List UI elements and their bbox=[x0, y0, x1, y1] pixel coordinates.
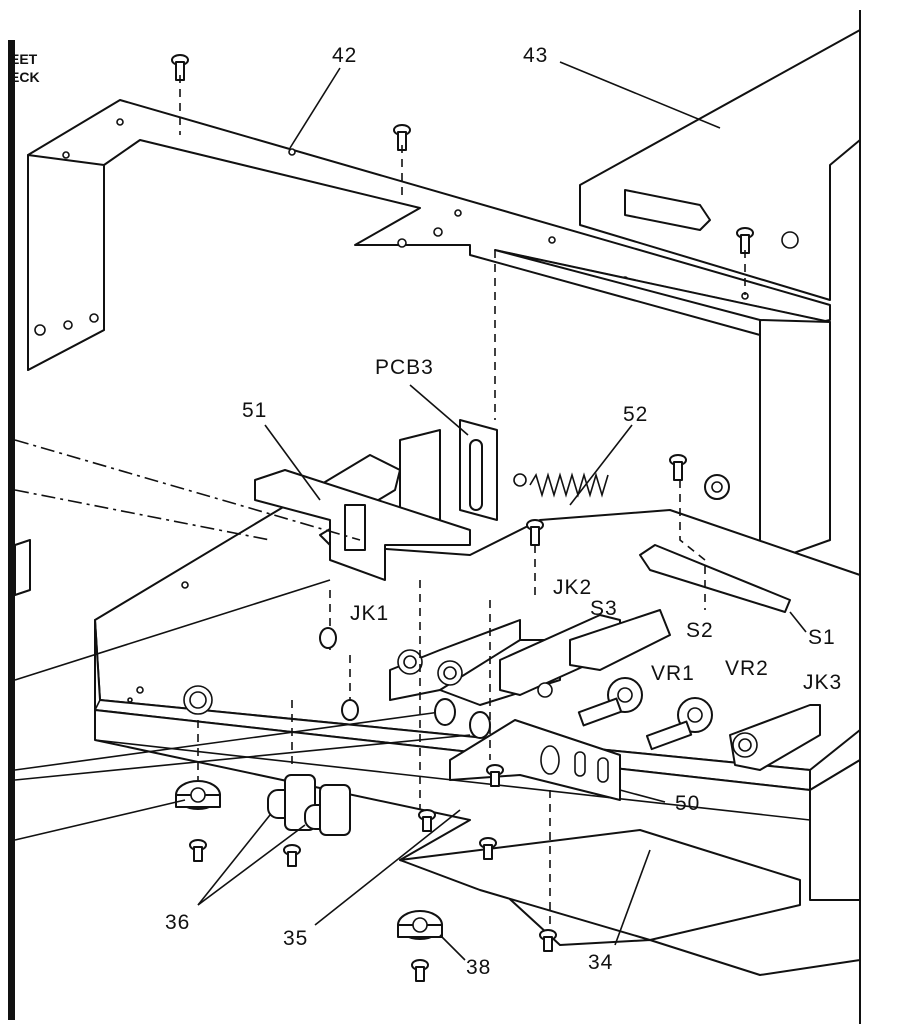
part-35-leader bbox=[314, 809, 461, 926]
jack-jk3 bbox=[729, 704, 821, 771]
callout-35: 35 bbox=[283, 927, 309, 950]
part-36-knobs bbox=[197, 774, 351, 906]
callout-43: 43 bbox=[523, 44, 549, 67]
callout-51: 51 bbox=[242, 399, 268, 422]
callout-pcb3: PCB3 bbox=[375, 356, 434, 379]
foot-left bbox=[175, 780, 221, 810]
callout-42: 42 bbox=[332, 44, 358, 67]
callout-jk3: JK3 bbox=[803, 671, 843, 694]
callout-vr2: VR2 bbox=[725, 657, 769, 680]
callout-jk1: JK1 bbox=[350, 602, 390, 625]
callout-52: 52 bbox=[623, 403, 649, 426]
part-51-bracket bbox=[254, 424, 471, 581]
part-34-plate bbox=[399, 829, 801, 946]
pcb3-board bbox=[399, 249, 831, 566]
assembly-axes bbox=[179, 75, 746, 930]
pot-vr1 bbox=[577, 677, 643, 727]
callout-38: 38 bbox=[466, 956, 492, 979]
edge-text-2: ECK bbox=[10, 69, 40, 85]
callout-jk2: JK2 bbox=[553, 576, 593, 599]
callout-34: 34 bbox=[588, 951, 614, 974]
switch-s1 bbox=[639, 544, 807, 633]
part-38-foot bbox=[397, 910, 466, 961]
bottom-chassis-tray bbox=[94, 454, 861, 791]
callout-36: 36 bbox=[165, 911, 191, 934]
callout-vr1: VR1 bbox=[651, 662, 695, 685]
part-42-chassis-plate bbox=[27, 67, 831, 371]
part-43-housing bbox=[559, 29, 861, 301]
alignment-lines bbox=[14, 439, 471, 841]
part-52-spring bbox=[513, 424, 633, 506]
pot-vr2 bbox=[645, 697, 713, 751]
switch-s2 bbox=[537, 609, 671, 698]
edge-text-1: EET bbox=[10, 51, 38, 67]
bushings bbox=[319, 474, 730, 739]
callout-s2: S2 bbox=[686, 619, 714, 642]
callout-s3: S3 bbox=[590, 597, 618, 620]
left-margin-bar bbox=[8, 40, 15, 1020]
callout-50: 50 bbox=[675, 792, 701, 815]
callout-s1: S1 bbox=[808, 626, 836, 649]
part-50-bracket bbox=[449, 719, 666, 803]
